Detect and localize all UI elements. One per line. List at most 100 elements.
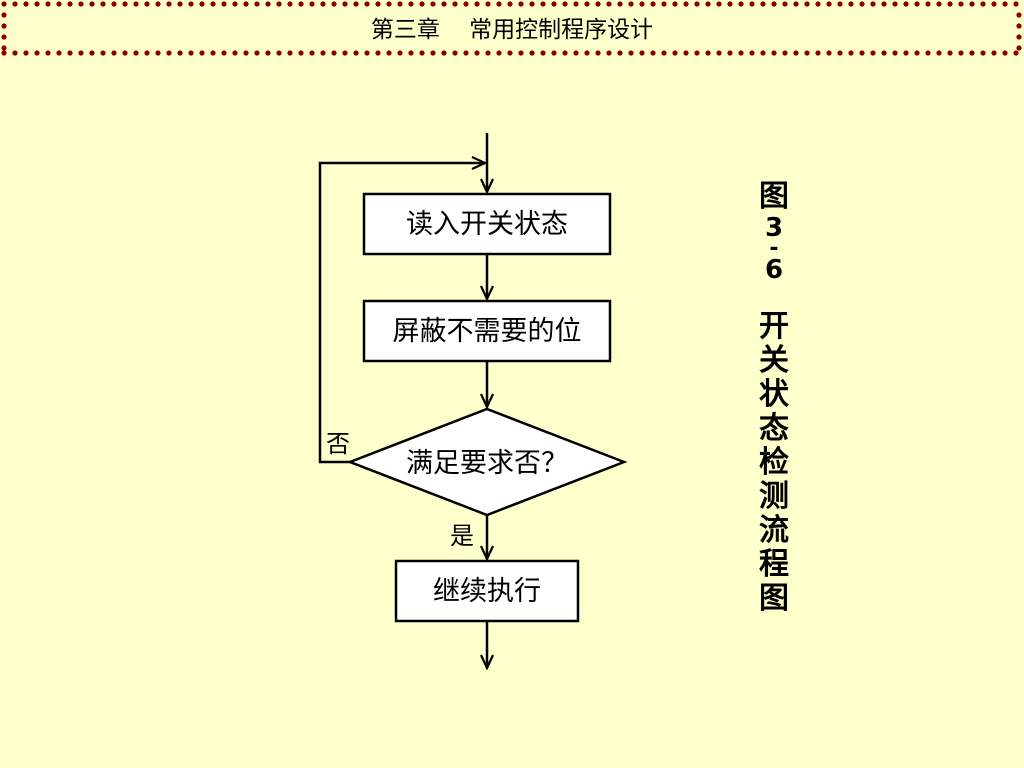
caption-text-char: 态 — [759, 411, 789, 446]
border-dot — [705, 50, 711, 56]
border-dot — [67, 50, 73, 56]
border-dot — [419, 1, 425, 7]
border-dot — [419, 50, 425, 56]
border-dot — [331, 1, 337, 7]
border-dot — [661, 50, 667, 56]
border-dot — [78, 50, 84, 56]
caption-text-char: 开 — [759, 309, 789, 344]
border-dot — [430, 1, 436, 7]
border-dot — [507, 50, 513, 56]
border-dot — [210, 50, 216, 56]
border-dot — [408, 1, 414, 7]
border-dot — [969, 50, 975, 56]
border-dot — [397, 1, 403, 7]
border-dot — [78, 1, 84, 7]
caption-figure-char: 图 — [759, 179, 789, 214]
border-dot — [782, 1, 788, 7]
border-dot — [309, 1, 315, 7]
border-dot — [155, 1, 161, 7]
caption-text-char: 程 — [759, 547, 789, 582]
border-dot — [551, 1, 557, 7]
border-dot — [738, 50, 744, 56]
border-dot — [276, 50, 282, 56]
border-dot — [56, 1, 62, 7]
border-dot — [1013, 1, 1019, 7]
border-dot — [683, 50, 689, 56]
border-dot — [771, 50, 777, 56]
border-dot — [353, 1, 359, 7]
border-dot — [914, 1, 920, 7]
border-dot — [1, 23, 7, 29]
border-dot — [144, 1, 150, 7]
border-dot — [45, 1, 51, 7]
border-dot — [562, 50, 568, 56]
border-dot — [1, 1, 7, 7]
border-dot — [617, 50, 623, 56]
border-dot — [1, 45, 7, 51]
border-dot — [837, 50, 843, 56]
border-dot — [375, 1, 381, 7]
yes-branch-label: 是 — [450, 522, 474, 550]
border-dot — [232, 1, 238, 7]
border-dot — [441, 50, 447, 56]
border-dot — [595, 50, 601, 56]
border-dot — [89, 1, 95, 7]
border-dot — [133, 50, 139, 56]
border-dot — [100, 50, 106, 56]
border-dot — [760, 1, 766, 7]
border-dot — [111, 1, 117, 7]
border-dot — [628, 50, 634, 56]
border-dot — [716, 50, 722, 56]
caption-text-char: 测 — [759, 479, 789, 514]
border-dot — [320, 50, 326, 56]
border-dot — [727, 1, 733, 7]
figure-caption: 图 3 - 6 开 关 状 态 检 测 流 程 图 — [750, 180, 798, 616]
border-dot — [232, 50, 238, 56]
border-dot — [188, 50, 194, 56]
border-dot — [980, 50, 986, 56]
border-dot — [672, 50, 678, 56]
border-dot — [914, 50, 920, 56]
border-dot — [793, 50, 799, 56]
border-dot — [199, 50, 205, 56]
node-continue: 继续执行 — [394, 559, 580, 623]
border-dot — [837, 1, 843, 7]
border-dot — [122, 1, 128, 7]
border-dot — [298, 50, 304, 56]
border-dot — [1, 34, 7, 40]
node-read-switch: 读入开关状态 — [362, 192, 612, 256]
border-dot — [1016, 12, 1022, 18]
border-dot — [870, 50, 876, 56]
border-dot — [925, 50, 931, 56]
border-dot — [375, 50, 381, 56]
border-dot — [243, 1, 249, 7]
border-dot — [353, 50, 359, 56]
caption-text-char: 关 — [759, 343, 789, 378]
border-dot — [606, 1, 612, 7]
border-dot — [650, 1, 656, 7]
no-branch-label: 否 — [326, 430, 350, 458]
border-dot — [386, 50, 392, 56]
border-dot — [870, 1, 876, 7]
border-dot — [958, 50, 964, 56]
border-dot — [551, 50, 557, 56]
border-dot — [276, 1, 282, 7]
border-dot — [496, 1, 502, 7]
border-dot — [1016, 45, 1022, 51]
border-dot — [749, 50, 755, 56]
border-dot — [947, 50, 953, 56]
border-dot — [760, 50, 766, 56]
border-dot — [606, 50, 612, 56]
border-dot — [694, 50, 700, 56]
chapter-header: 第三章 常用控制程序设计 — [0, 0, 1024, 58]
border-dot — [474, 1, 480, 7]
border-dot — [89, 50, 95, 56]
border-dot — [342, 50, 348, 56]
border-dot — [881, 1, 887, 7]
loop-back-no-branch — [318, 163, 485, 464]
border-dot — [309, 50, 315, 56]
border-dot — [221, 1, 227, 7]
border-dot — [12, 1, 18, 7]
